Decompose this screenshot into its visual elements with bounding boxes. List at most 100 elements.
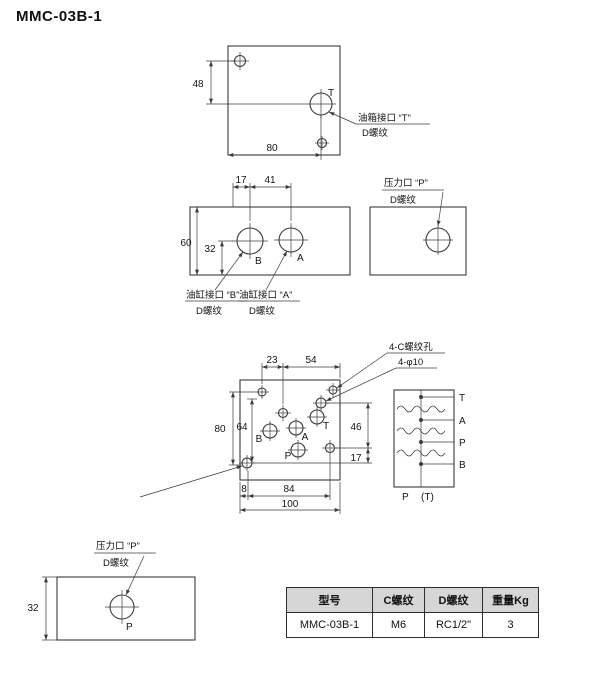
- dims-bottom-8-84-100: 8 84 100: [239, 456, 341, 514]
- symbol-port-t-label: T: [459, 393, 465, 404]
- dim-64-text: 64: [236, 422, 248, 433]
- callout-cylinder-port-b: 油缸接口 “B” D螺纹: [185, 251, 247, 317]
- symbol-port-b-label: B: [459, 460, 466, 471]
- dim-80: 80: [227, 115, 322, 160]
- dim-84-text: 84: [283, 484, 295, 495]
- dim-32-pview-text: 32: [27, 603, 39, 614]
- port-b-callout-text: 油缸接口 “B”: [186, 289, 239, 301]
- spec-table-data-row: MMC-03B-1 M6 RC1/2" 3: [286, 612, 539, 638]
- screw-hole-top-right: [326, 383, 340, 397]
- spec-table-header-row: 型号 C螺纹 D螺纹 重量Kg: [286, 587, 539, 613]
- symbol-wave-1: [396, 405, 446, 413]
- dim-80-pattern-text: 80: [214, 424, 226, 435]
- symbol-bottom-t-label: (T): [421, 492, 434, 503]
- symbol-port-p-label: P: [459, 438, 466, 449]
- callout-screw-holes: 4-C螺纹孔: [336, 341, 445, 389]
- port-p-bottom-label: P: [126, 622, 133, 633]
- symbol-bottom-p-label: P: [402, 492, 409, 503]
- port-p-side-hole: [423, 225, 453, 255]
- leader-line-bottom-left-hole: [139, 465, 243, 498]
- page-title: MMC-03B-1: [16, 8, 103, 25]
- side-view: 压力口 “P” D螺纹: [369, 177, 467, 276]
- dims-17-41: 17 41: [232, 175, 292, 221]
- port-a-pattern: [286, 418, 306, 438]
- pattern-view-outline: [239, 379, 341, 481]
- dim-54-text: 54: [305, 355, 317, 366]
- dim-17-text: 17: [235, 175, 247, 186]
- dim-46-text: 46: [350, 422, 362, 433]
- dim-100-text: 100: [282, 499, 299, 510]
- port-b-hole: [232, 223, 268, 259]
- dim-23-text: 23: [266, 355, 278, 366]
- symbol-node-a: [419, 418, 423, 422]
- dim-8-text: 8: [241, 484, 247, 495]
- port-b-label: B: [255, 256, 262, 267]
- side-view-outline: [369, 206, 467, 276]
- spec-header-c-thread: C螺纹: [372, 587, 425, 613]
- spec-header-model: 型号: [286, 587, 373, 613]
- dim-32-front: 32: [204, 240, 233, 276]
- symbol-node-p: [419, 440, 423, 444]
- screw-holes-callout-text: 4-C螺纹孔: [389, 341, 433, 353]
- tank-port-callout-text: 油箱接口 “T”: [358, 112, 411, 124]
- screw-hole-top-left: [255, 385, 269, 399]
- callout-tank-port: 油箱接口 “T” D螺纹: [328, 111, 430, 139]
- mount-hole-bottom-right: [315, 136, 329, 150]
- symbol-node-t: [419, 395, 423, 399]
- spec-cell-model: MMC-03B-1: [286, 612, 373, 638]
- dims-left-80-64: 80 64: [214, 391, 257, 466]
- dim-32-front-text: 32: [204, 244, 216, 255]
- top-view: T 48 80 油箱接口 “T” D螺纹: [192, 45, 430, 160]
- spec-header-d-thread: D螺纹: [424, 587, 483, 613]
- spec-header-weight: 重量Kg: [482, 587, 539, 613]
- dim-48-text: 48: [192, 79, 204, 90]
- through-hole-bottom-left: [239, 455, 255, 471]
- dim-41-text: 41: [264, 175, 276, 186]
- front-view-outline: [189, 206, 351, 276]
- pressure-port-side-thread-text: D螺纹: [390, 194, 416, 206]
- pressure-port-side-callout-text: 压力口 “P”: [384, 177, 428, 189]
- callout-cylinder-port-a: 油缸接口 “A” D螺纹: [238, 250, 300, 317]
- front-view: B A 17 41 60 32: [180, 175, 351, 317]
- callout-through-holes: 4-φ10: [325, 357, 437, 402]
- port-a-callout-text: 油缸接口 “A”: [239, 289, 292, 301]
- spec-cell-d-thread: RC1/2": [424, 612, 483, 638]
- callout-pressure-port-side: 压力口 “P” D螺纹: [382, 177, 444, 227]
- dim-32-pview: 32: [27, 576, 57, 641]
- callout-pressure-port-bottom: 压力口 “P” D螺纹: [94, 540, 156, 596]
- dim-60-text: 60: [180, 238, 192, 249]
- pattern-port-a-label: A: [302, 432, 309, 443]
- port-b-pattern: [260, 421, 280, 441]
- tank-port-thread-text: D螺纹: [362, 127, 388, 139]
- through-hole-upper-left: [275, 405, 291, 421]
- pattern-port-p-label: P: [285, 451, 292, 462]
- port-a-label: A: [297, 253, 304, 264]
- symbol-wave-3: [396, 449, 446, 457]
- screw-hole-bottom-right: [322, 440, 338, 456]
- port-t-pattern: [307, 407, 327, 427]
- symbol-wave-2: [396, 427, 446, 435]
- symbol-node-b: [419, 462, 423, 466]
- spec-cell-c-thread: M6: [372, 612, 425, 638]
- through-holes-callout-text: 4-φ10: [398, 357, 423, 368]
- port-p-bottom-hole: [105, 590, 139, 624]
- hydraulic-symbol: T A P B P (T): [393, 389, 466, 503]
- port-b-thread-text: D螺纹: [196, 305, 222, 317]
- dim-17-pattern-text: 17: [350, 453, 362, 464]
- dim-80-text: 80: [266, 143, 278, 154]
- port-t-label: T: [328, 88, 334, 99]
- through-hole-upper-right: [313, 395, 329, 411]
- dims-top-23-54: 23 54: [261, 355, 341, 404]
- symbol-outline: [393, 389, 455, 488]
- dim-48: 48: [192, 60, 306, 105]
- spec-cell-weight: 3: [482, 612, 539, 638]
- p-view-outline: [56, 576, 196, 641]
- dim-60: 60: [180, 206, 199, 276]
- pressure-port-bottom-callout-text: 压力口 “P”: [96, 540, 140, 552]
- symbol-port-a-label: A: [459, 416, 466, 427]
- pattern-view: B A T P 23 54 80 64: [139, 341, 445, 514]
- port-a-thread-text: D螺纹: [249, 305, 275, 317]
- port-p-pattern: [288, 440, 308, 460]
- pressure-port-bottom-thread-text: D螺纹: [103, 557, 129, 569]
